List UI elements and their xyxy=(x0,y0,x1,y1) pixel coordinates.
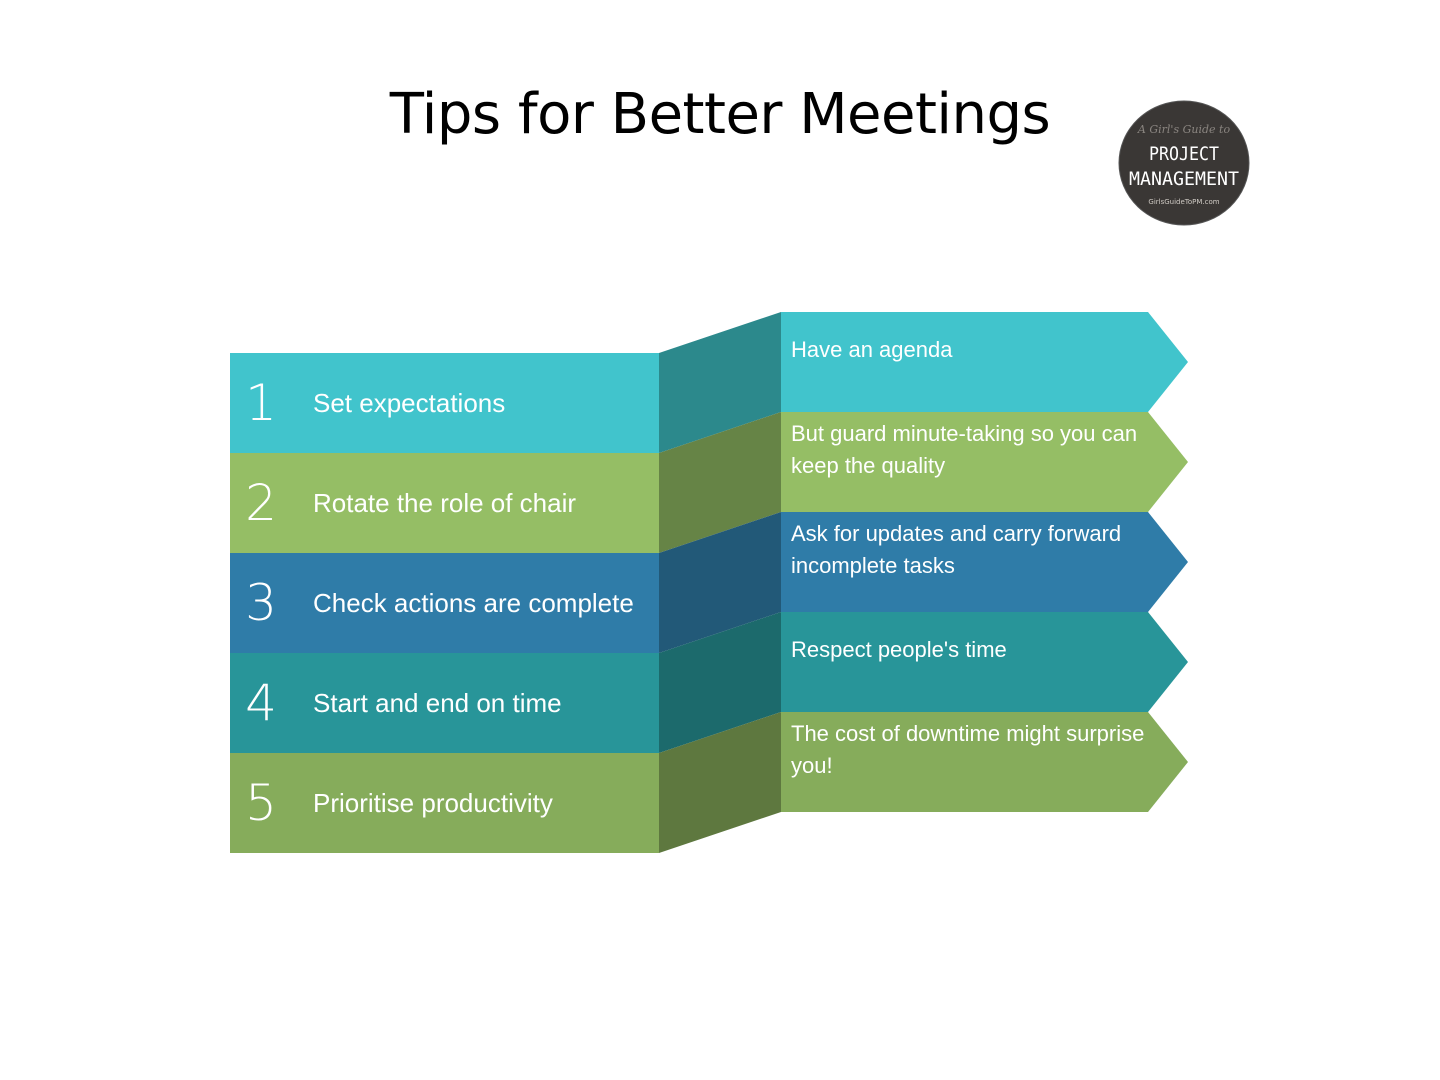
tip-arrow-2 xyxy=(781,412,1188,512)
step-tip: The cost of downtime might surprise you! xyxy=(791,721,1145,778)
step-number: 3 xyxy=(245,574,277,632)
step-number: 5 xyxy=(245,774,277,832)
logo-line2: MANAGEMENT xyxy=(1129,168,1239,190)
step-fold-2 xyxy=(659,412,781,553)
step-tip: Have an agenda xyxy=(791,337,953,362)
step-label: Rotate the role of chair xyxy=(313,488,577,518)
step-band-3 xyxy=(230,553,659,653)
tip-arrow-3 xyxy=(781,512,1188,612)
logo-circle xyxy=(1118,100,1250,226)
step-label: Check actions are complete xyxy=(313,588,634,618)
step-tip: Ask for updates and carry forward incomp… xyxy=(791,521,1122,578)
logo-script: A Girl's Guide to xyxy=(1137,123,1231,136)
step-fold-4 xyxy=(659,612,781,753)
logo: A Girl's Guide to PROJECT MANAGEMENT Gir… xyxy=(1118,100,1250,226)
tip-arrow-4 xyxy=(781,612,1188,712)
step-fold-5 xyxy=(659,712,781,853)
step-number: 2 xyxy=(245,474,277,532)
step-number: 1 xyxy=(245,374,277,432)
step-tip: Respect people's time xyxy=(791,637,1007,662)
step-band-5 xyxy=(230,753,659,853)
step-fold-1 xyxy=(659,312,781,453)
step-label: Start and end on time xyxy=(313,688,562,718)
step-number: 4 xyxy=(245,674,277,732)
logo-url: GirlsGuideToPM.com xyxy=(1148,198,1219,206)
step-band-2 xyxy=(230,453,659,553)
step-band-1 xyxy=(230,353,659,453)
logo-line1: PROJECT xyxy=(1149,143,1219,165)
tip-arrow-1 xyxy=(781,312,1188,412)
step-label: Prioritise productivity xyxy=(313,788,553,818)
tip-arrow-5 xyxy=(781,712,1188,812)
step-fold-3 xyxy=(659,512,781,653)
page-title: Tips for Better Meetings xyxy=(389,82,1051,147)
step-tip: But guard minute-taking so you can keep … xyxy=(791,421,1138,478)
step-label: Set expectations xyxy=(313,388,506,418)
step-band-4 xyxy=(230,653,659,753)
